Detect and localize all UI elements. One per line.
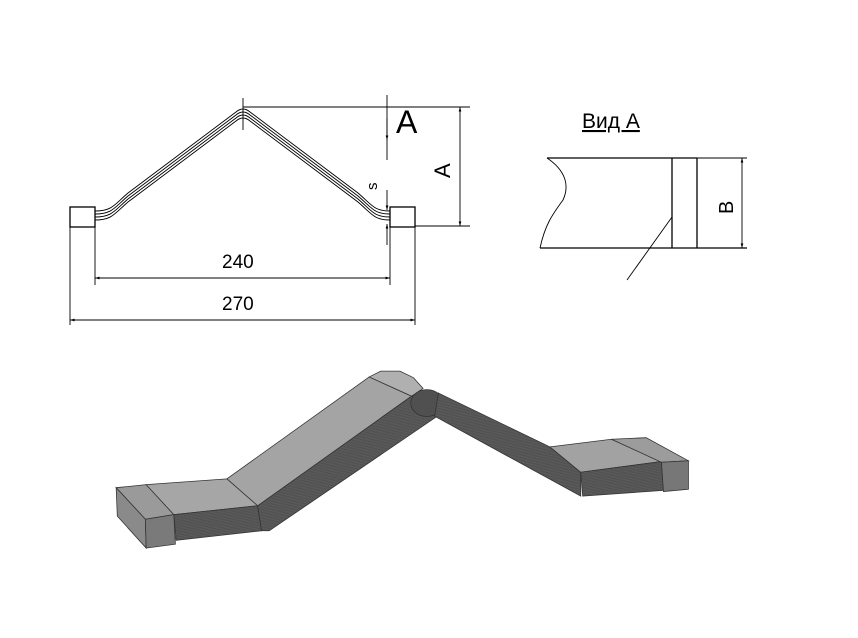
bent-strip bbox=[94, 108, 391, 221]
dim-240-label: 240 bbox=[222, 252, 254, 273]
dim-b-label: B bbox=[716, 201, 738, 214]
view-marker-label: A bbox=[396, 104, 418, 140]
leader-line bbox=[626, 216, 673, 281]
left-block bbox=[69, 206, 96, 228]
right-block bbox=[389, 206, 416, 228]
front-view: 240 270 A A s bbox=[69, 95, 470, 325]
dim-s-label: s bbox=[364, 183, 381, 191]
dim-270-label: 270 bbox=[222, 294, 254, 315]
view-a: Вид А B bbox=[539, 110, 747, 281]
3d-model bbox=[115, 370, 690, 550]
view-a-title: Вид А bbox=[582, 110, 640, 133]
dim-a-label: A bbox=[430, 163, 455, 178]
break-line bbox=[539, 157, 567, 249]
